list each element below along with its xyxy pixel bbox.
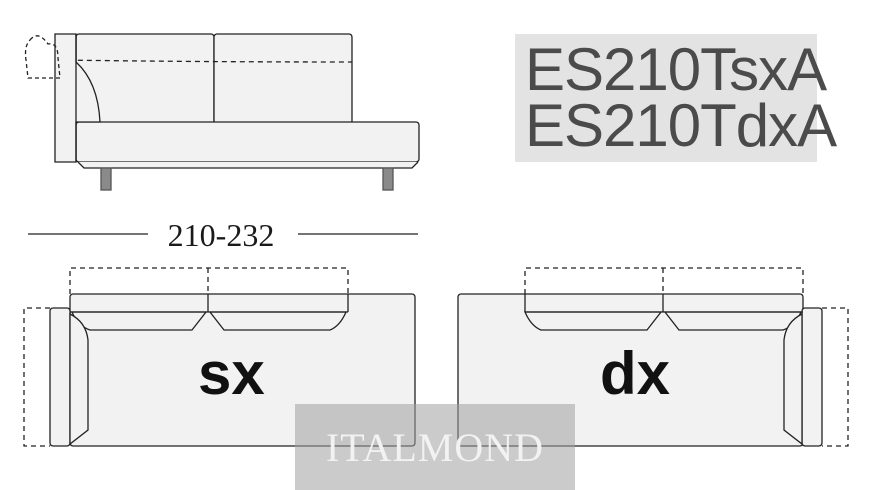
model-code-dx: ES210TdxA [525, 92, 837, 159]
sx-dashed-back [69, 267, 349, 294]
model-code-box: ES210TsxA ES210TdxA [515, 34, 837, 162]
sx-side-cushion [69, 312, 89, 446]
dx-side-cushion [783, 312, 803, 446]
label-dx: dx [600, 340, 671, 407]
dx-back-cushion-right [663, 311, 802, 331]
side-view [24, 33, 420, 191]
dx-dashed-back [524, 267, 804, 294]
side-seat [75, 121, 420, 163]
watermark-text: ITALMOND [325, 424, 545, 470]
side-back-dashed [59, 59, 353, 63]
side-leg-right [382, 167, 394, 191]
sx-dashed-arm [23, 307, 50, 447]
side-leg-left [100, 167, 112, 191]
dx-dashed-arm [822, 307, 849, 447]
dimension-label: 210-232 [150, 215, 292, 255]
model-code-sx: ES210TsxA [525, 36, 827, 103]
sx-armrest [49, 307, 71, 447]
dx-back-cushion-left [524, 311, 663, 331]
label-sx: sx [198, 340, 265, 407]
sx-back-cushion-left [71, 311, 208, 331]
sx-back-cushion-right [208, 311, 347, 331]
side-base [77, 161, 419, 169]
side-back-cushion-right [213, 33, 353, 125]
watermark: ITALMOND [295, 404, 575, 490]
dx-armrest [801, 307, 823, 447]
